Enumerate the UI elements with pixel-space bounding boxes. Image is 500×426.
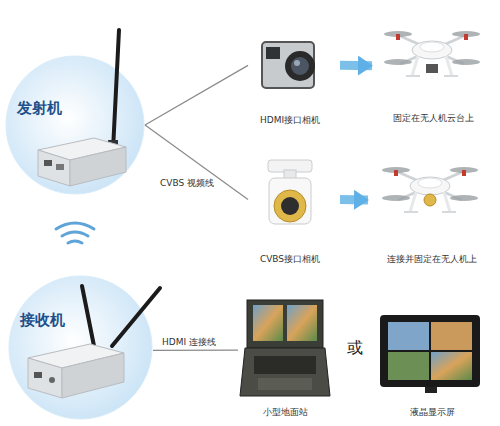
video-cable bbox=[145, 125, 248, 200]
wireless-symbol-part bbox=[68, 241, 82, 243]
ground-station-part bbox=[240, 348, 330, 396]
hdmi-camera-part bbox=[266, 47, 280, 59]
cvbs-camera-part bbox=[268, 160, 312, 172]
node-label: 接收机 bbox=[20, 311, 100, 329]
node-label: 连接并固定在无人机上 bbox=[368, 253, 495, 265]
receiver-device bbox=[28, 286, 160, 398]
camera-item: CVBS接口相机 bbox=[240, 150, 340, 268]
ground-station-part bbox=[258, 378, 312, 390]
cable-label: CVBS 视频线 bbox=[160, 178, 240, 189]
drone-item: 连接并固定在无人机上 bbox=[368, 160, 495, 268]
transmitter-circle: 发射机 bbox=[5, 55, 145, 195]
transmitter-device-part bbox=[38, 150, 70, 186]
cvbs-camera-part bbox=[284, 170, 296, 180]
ground-station-part bbox=[253, 305, 283, 341]
drone-gimbal bbox=[384, 31, 480, 76]
transmitter-device-part bbox=[44, 160, 52, 166]
transmitter-device-part bbox=[108, 140, 118, 150]
wireless-symbol bbox=[56, 223, 94, 243]
receiver-device-part bbox=[82, 286, 94, 346]
hdmi-camera-part bbox=[291, 57, 309, 75]
hdmi-camera-part bbox=[294, 60, 300, 66]
ground-station-part bbox=[247, 300, 323, 348]
node-label: HDMI接口相机 bbox=[240, 114, 340, 126]
drone-gimbal-part bbox=[426, 64, 438, 73]
drone-gimbal-part bbox=[384, 31, 480, 76]
lcd-monitor-part bbox=[431, 352, 472, 380]
node-label: 小型地面站 bbox=[238, 406, 333, 418]
cvbs-camera-part bbox=[281, 197, 299, 215]
transmitter-device-part bbox=[56, 164, 64, 170]
hdmi-camera-part bbox=[285, 51, 315, 81]
receiver-device-part bbox=[62, 353, 124, 398]
lcd-monitor-part bbox=[425, 387, 437, 393]
drone-camera-part bbox=[382, 167, 478, 212]
cvbs-camera-part bbox=[274, 190, 306, 222]
lcd-monitor-part bbox=[380, 315, 480, 387]
receiver-device-part bbox=[112, 288, 160, 346]
node-label: 液晶显示屏 bbox=[375, 406, 490, 418]
circle-shape bbox=[6, 56, 144, 194]
cvbs-camera-part bbox=[269, 178, 311, 224]
block-arrow bbox=[340, 195, 368, 204]
node-label: CVBS接口相机 bbox=[240, 253, 340, 265]
ground-station-item: 小型地面站 bbox=[238, 298, 333, 422]
hdmi-camera-part bbox=[262, 42, 314, 88]
wireless-symbol-part bbox=[56, 223, 94, 229]
block-arrow bbox=[340, 61, 372, 70]
transmitter-device bbox=[38, 30, 126, 186]
node-label: 发射机 bbox=[17, 99, 97, 117]
ground-station-part bbox=[254, 356, 316, 374]
lcd-monitor-part bbox=[431, 322, 472, 350]
ground-station bbox=[240, 300, 330, 396]
receiver-device-part bbox=[49, 377, 55, 383]
drone-item: 固定在无人机云台上 bbox=[372, 22, 495, 126]
lcd-monitor bbox=[380, 315, 480, 393]
transmitter-device-part bbox=[38, 138, 126, 160]
circle-shape bbox=[9, 276, 152, 419]
transmitter-device-part bbox=[70, 147, 126, 186]
hdmi-camera bbox=[262, 42, 315, 88]
wireless-symbol-part bbox=[62, 232, 88, 236]
transmitter-device-part bbox=[113, 30, 119, 150]
lcd-monitor-part bbox=[388, 322, 429, 350]
circle-outline bbox=[8, 275, 153, 420]
video-cable bbox=[145, 65, 248, 125]
cable-label: HDMI 连接线 bbox=[162, 337, 242, 348]
video-cable bbox=[153, 349, 238, 351]
ground-station-part bbox=[287, 305, 317, 341]
or-label: 或 bbox=[340, 338, 370, 358]
receiver-device-part bbox=[34, 372, 42, 378]
receiver-circle: 接收机 bbox=[8, 275, 153, 420]
drone-camera-part bbox=[424, 194, 436, 206]
node-label: 固定在无人机云台上 bbox=[372, 112, 495, 124]
receiver-device-part bbox=[28, 358, 62, 398]
lcd-monitor-part bbox=[388, 352, 429, 380]
monitor-item: 液晶显示屏 bbox=[375, 308, 490, 422]
circle-outline bbox=[5, 55, 145, 195]
drone-camera bbox=[382, 167, 478, 212]
cvbs-camera bbox=[268, 160, 312, 224]
camera-item: HDMI接口相机 bbox=[240, 20, 340, 128]
receiver-device-part bbox=[28, 344, 124, 368]
